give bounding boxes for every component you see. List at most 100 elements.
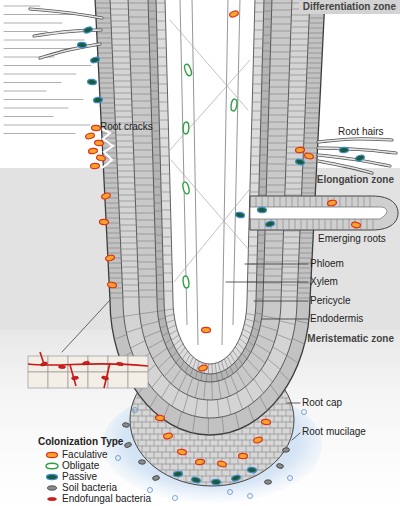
cell-wall — [270, 73, 288, 74]
part-label: Root cracks — [100, 121, 153, 132]
cell-wall — [260, 187, 266, 188]
leader-line — [287, 403, 300, 404]
legend-text: Obligate — [62, 460, 99, 471]
cell-wall — [121, 237, 136, 238]
cell-wall — [150, 59, 157, 60]
cap-cell-wall — [222, 470, 223, 476]
cell-wall — [296, 320, 309, 323]
cell-wall — [132, 94, 150, 95]
cell-wall — [161, 147, 169, 148]
cap-cell-wall — [266, 428, 267, 434]
cap-cell-wall — [154, 416, 155, 422]
inset-leader-group — [62, 300, 110, 352]
part-label: Colonization Type — [38, 436, 123, 447]
cap-cell-wall — [282, 440, 283, 446]
cell-wall — [286, 171, 302, 172]
cell-wall — [113, 57, 129, 58]
cell-wall — [309, 38, 323, 39]
cap-cell-wall — [222, 482, 223, 488]
margin-line — [4, 99, 83, 100]
soil-bacterium — [276, 463, 284, 469]
mucilage-particle — [133, 408, 138, 413]
part-label: Root cap — [302, 397, 342, 408]
cell-wall — [292, 338, 304, 344]
cell-wall — [108, 238, 120, 239]
cell-wall — [308, 58, 321, 59]
root-hair — [318, 161, 372, 173]
cap-cell-wall — [214, 458, 215, 464]
cell-wall — [225, 379, 230, 396]
cell-wall — [302, 193, 315, 194]
cell-wall — [187, 378, 193, 395]
margin-line — [4, 14, 77, 15]
cell-wall — [126, 328, 141, 333]
cell-wall — [157, 21, 165, 22]
cap-cell-wall — [226, 476, 227, 482]
cell-wall — [154, 179, 160, 180]
cell-wall — [289, 87, 305, 88]
cell-wall — [162, 219, 170, 220]
cap-cell-wall — [134, 470, 135, 476]
cell-wall — [165, 339, 171, 343]
cap-cell-wall — [128, 446, 296, 447]
cell-wall — [109, 263, 121, 264]
lateral-cell-wall — [331, 219, 332, 229]
cell-wall — [180, 361, 184, 368]
cell-wall — [299, 273, 311, 274]
passive-bacterium — [83, 26, 93, 34]
cell-wall — [208, 418, 209, 435]
cell-wall — [150, 35, 157, 36]
cell-wall — [157, 267, 163, 268]
cap-cell-wall — [278, 446, 279, 452]
cap-cell-wall — [290, 428, 291, 434]
cell-wall — [154, 195, 160, 196]
cell-wall — [243, 329, 251, 334]
cell-wall — [159, 93, 167, 94]
cell-wall — [162, 192, 170, 193]
cell-wall — [157, 12, 165, 13]
cell-wall — [195, 371, 197, 379]
cell-wall — [136, 206, 153, 207]
cap-cell-wall — [174, 446, 175, 452]
stele-strand — [174, 190, 249, 282]
cell-wall — [271, 38, 290, 39]
cell-wall — [310, 18, 324, 19]
cap-cell-wall — [142, 410, 143, 416]
cap-cell-wall — [274, 416, 275, 422]
cell-wall — [135, 185, 153, 186]
cap-cell-wall — [270, 458, 271, 464]
cap-cell-wall — [190, 446, 191, 452]
cell-wall — [118, 177, 134, 178]
cell-wall — [104, 168, 117, 169]
cell-wall — [115, 93, 131, 94]
cap-cell-wall — [130, 404, 131, 410]
root-hair-lumen — [318, 139, 392, 142]
cell-wall — [160, 129, 168, 130]
cell-wall — [284, 237, 299, 238]
cell-wall — [156, 251, 162, 252]
facultative-bacterium — [90, 163, 99, 169]
facultative-bacterium — [239, 453, 248, 458]
cell-wall — [109, 273, 121, 274]
cap-cell-wall — [238, 446, 239, 452]
cell-wall — [122, 273, 137, 274]
cell-wall — [265, 241, 282, 242]
legend-swatch — [48, 486, 57, 490]
cell-wall — [206, 400, 208, 418]
passive-bacterium — [355, 154, 365, 162]
cell-wall — [218, 381, 221, 399]
cell-wall — [193, 359, 196, 368]
cell-wall — [247, 359, 260, 372]
cell-wall — [107, 218, 119, 219]
cell-wall — [136, 199, 153, 200]
cell-wall — [134, 157, 152, 158]
cell-wall — [286, 189, 302, 190]
cell-wall — [265, 262, 282, 263]
cap-cell-wall — [262, 458, 263, 464]
cell-wall — [303, 173, 316, 174]
cap-cell-wall — [230, 446, 231, 452]
root-hair-lumen — [318, 155, 390, 166]
cap-cell-wall — [130, 416, 131, 422]
cell-wall — [113, 45, 130, 46]
cell-wall — [264, 11, 271, 12]
